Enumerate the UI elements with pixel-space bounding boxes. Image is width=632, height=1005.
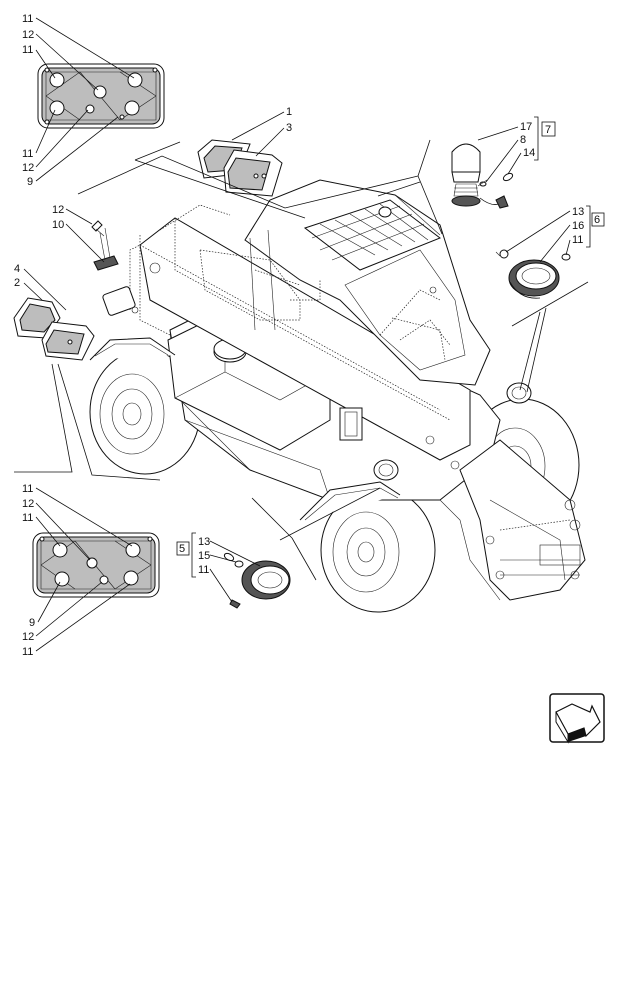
callout-12: 12: [52, 204, 64, 216]
callout-11: 11: [22, 483, 33, 495]
next-page-arrow-icon[interactable]: [549, 693, 605, 744]
callout-5: 5: [179, 543, 185, 555]
rotating-beacon: [451, 143, 514, 209]
callout-7: 7: [545, 124, 551, 136]
cabin: [244, 179, 491, 386]
callout-10: 10: [52, 219, 64, 231]
callout-15: 15: [198, 550, 210, 562]
callout-11: 11: [22, 44, 33, 56]
callout-11: 11: [22, 512, 33, 524]
callout-11: 11: [572, 234, 583, 246]
front-left-wheel: [320, 487, 436, 613]
callout-1: 1: [286, 106, 292, 118]
callout-13: 13: [198, 536, 210, 548]
callout-11: 11: [22, 13, 33, 25]
rear-light-panel-top: [37, 63, 165, 129]
callout-11: 11: [198, 564, 209, 576]
group-box-6: [591, 212, 605, 227]
small-marker-lamp: [91, 220, 119, 271]
group-box-5: [176, 541, 190, 556]
callout-6: 6: [594, 214, 600, 226]
callout-12: 12: [22, 162, 34, 174]
callout-8: 8: [520, 134, 526, 146]
rear-lamp-assembly: [197, 139, 283, 197]
callout-11: 11: [22, 148, 33, 160]
rear-combination-lamp: [13, 297, 95, 361]
callout-14: 14: [523, 147, 535, 159]
callout-12: 12: [22, 498, 34, 510]
rear-light-panel-bottom: [32, 532, 160, 598]
work-light-right: [495, 249, 571, 299]
callout-12: 12: [22, 631, 34, 643]
callout-2: 2: [14, 277, 20, 289]
callout-9: 9: [27, 176, 33, 188]
callout-16: 16: [572, 220, 584, 232]
callout-3: 3: [286, 122, 292, 134]
front-carrier: [439, 439, 586, 601]
callout-4: 4: [14, 263, 20, 275]
telehandler-machine: [89, 179, 586, 613]
callout-9: 9: [29, 617, 35, 629]
callout-13: 13: [572, 206, 584, 218]
work-light-front: [223, 552, 291, 609]
callout-17: 17: [520, 121, 532, 133]
callout-12: 12: [22, 29, 34, 41]
group-box-7: [541, 121, 556, 137]
callout-11: 11: [22, 646, 33, 658]
